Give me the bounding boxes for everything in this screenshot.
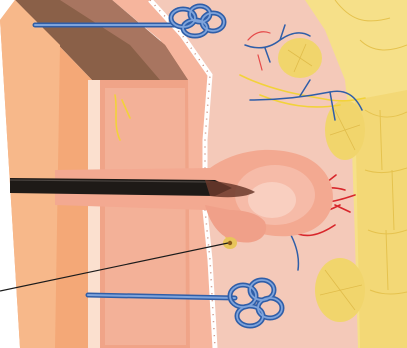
skin-follicle-diagram — [0, 0, 407, 348]
